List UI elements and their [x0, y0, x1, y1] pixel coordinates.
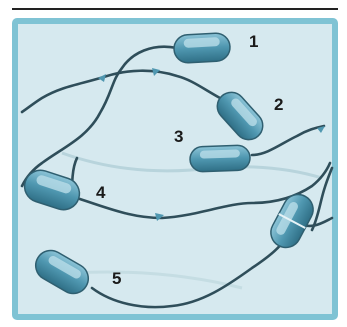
- label-4: 4: [96, 183, 106, 202]
- label-1: 1: [249, 32, 258, 51]
- label-3: 3: [174, 127, 183, 146]
- label-2: 2: [274, 95, 283, 114]
- top-rule: [12, 8, 338, 10]
- label-5: 5: [112, 269, 121, 288]
- cell-1: [173, 33, 230, 64]
- diagram-panel: 1 2 3 4 5: [12, 18, 338, 320]
- bacteria-diagram: 1 2 3 4 5: [12, 18, 338, 320]
- cell-3: [190, 145, 251, 172]
